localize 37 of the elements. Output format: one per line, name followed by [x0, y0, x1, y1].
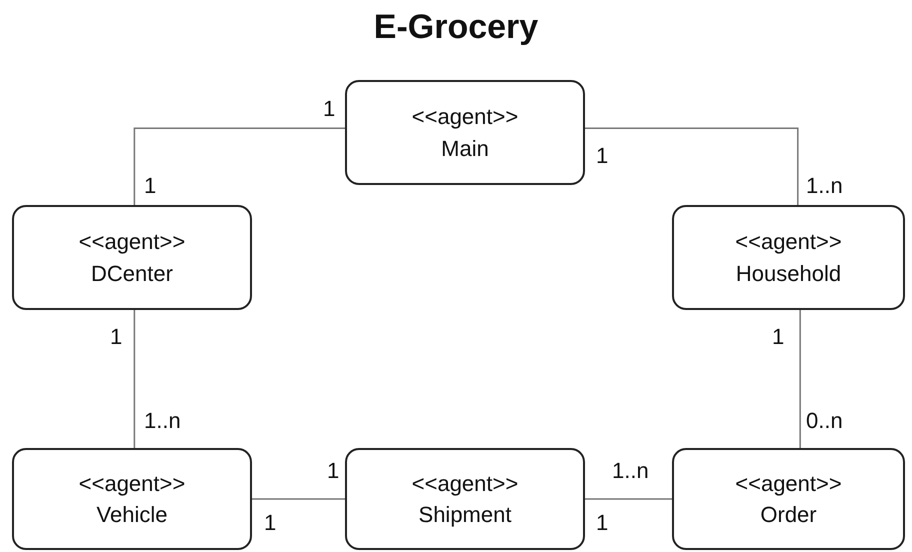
multiplicity-label: 1	[144, 175, 156, 197]
association-line	[799, 310, 801, 448]
multiplicity-label: 1..n	[144, 410, 181, 432]
stereotype-label: <<agent>>	[735, 470, 842, 496]
multiplicity-label: 1	[323, 98, 336, 120]
multiplicity-label: 1	[772, 326, 784, 348]
association-line	[134, 310, 136, 448]
agent-box	[345, 80, 585, 185]
stereotype-label: <<agent>>	[735, 229, 842, 254]
stereotype-label: <<agent>>	[78, 229, 186, 254]
agent-name: Shipment	[418, 502, 512, 528]
association-line	[585, 498, 672, 500]
stereotype-label: <<agent>>	[412, 470, 518, 496]
multiplicity-label: 1	[264, 512, 276, 534]
multiplicity-label: 1..n	[806, 175, 843, 197]
agent-box	[12, 448, 252, 550]
stereotype-label: <<agent>>	[78, 470, 186, 496]
stereotype-label: <<agent>>	[412, 104, 518, 130]
multiplicity-label: 1	[327, 460, 340, 482]
multiplicity-label: 1..n	[612, 460, 649, 482]
association-line	[134, 128, 345, 205]
association-line	[252, 498, 345, 500]
agent-name: Order	[760, 502, 817, 528]
agent-box	[12, 205, 252, 310]
association-line	[585, 128, 799, 205]
multiplicity-label: 0..n	[806, 410, 843, 432]
multiplicity-label: 1	[596, 145, 608, 167]
multiplicity-label: 1	[110, 326, 122, 348]
multiplicity-label: 1	[596, 512, 608, 534]
agent-name: Vehicle	[96, 502, 168, 528]
agent-name: Household	[736, 260, 842, 286]
agent-box	[345, 448, 585, 550]
agent-name: DCenter	[91, 260, 173, 286]
agent-box	[672, 205, 905, 310]
agent-name: Main	[441, 136, 489, 161]
diagram-title: E-Grocery	[374, 8, 538, 46]
agent-box	[672, 448, 905, 550]
